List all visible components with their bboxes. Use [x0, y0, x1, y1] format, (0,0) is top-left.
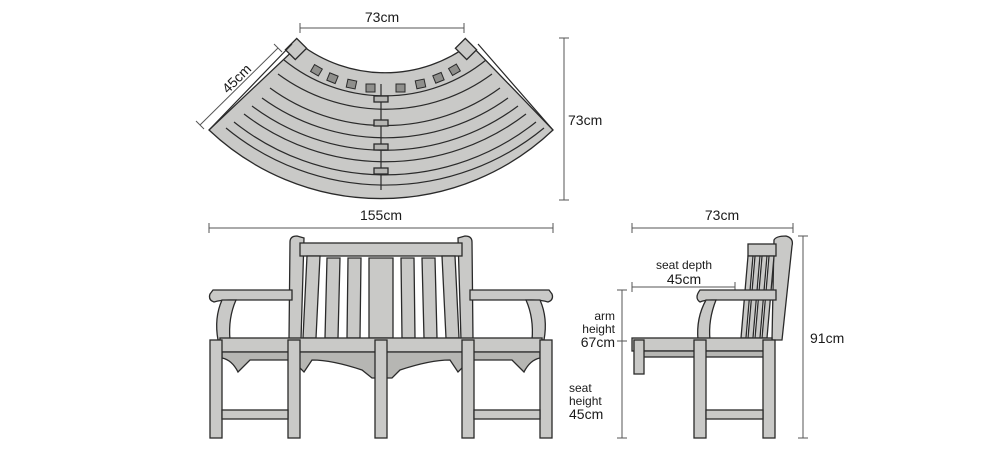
top-view-left-arm-block — [284, 37, 308, 61]
front-leg-5 — [539, 339, 553, 439]
side-front-leg — [633, 339, 645, 375]
front-leg-2 — [287, 339, 301, 439]
front-leg-4 — [461, 339, 475, 439]
front-view: 155cm — [208, 207, 554, 439]
label-seat-height-value: 45cm — [569, 406, 603, 422]
dim-top-inner-width: 73cm — [299, 9, 465, 33]
label-top-side: 45cm — [219, 61, 255, 97]
dim-arm-seat-height: arm height 67cm seat height 45cm — [569, 289, 627, 439]
dim-total-height: 91cm — [798, 235, 844, 439]
label-arm-height-value: 67cm — [581, 334, 615, 350]
front-left-stretcher — [221, 409, 289, 420]
side-back-top-rail — [747, 243, 777, 257]
front-back-slats — [302, 255, 460, 339]
dim-front-width: 155cm — [208, 207, 554, 233]
label-arm-line2: height — [582, 322, 615, 336]
label-seat-depth-line1: seat depth — [656, 258, 712, 272]
top-view: 73cm 73cm 45cm — [195, 9, 602, 201]
front-top-rail — [299, 242, 463, 257]
label-front-width: 155cm — [360, 207, 402, 223]
side-front-leg-2 — [693, 339, 707, 439]
side-back-post — [771, 235, 794, 341]
side-stretcher — [705, 409, 764, 420]
top-view-right-arm-block — [454, 37, 478, 61]
label-top-inner-width: 73cm — [365, 9, 399, 25]
front-right-back-post — [457, 235, 474, 341]
label-side-width: 73cm — [705, 207, 739, 223]
label-seat-line1: seat — [569, 381, 592, 395]
top-view-back-slats — [309, 63, 462, 93]
dim-seat-depth: seat depth 45cm — [631, 258, 736, 292]
dim-side-width: 73cm — [631, 207, 794, 233]
side-arm-support — [697, 299, 717, 341]
side-view: 73cm seat depth 45cm 91cm — [631, 207, 844, 439]
front-leg-1 — [209, 339, 223, 439]
front-left-arm-support — [216, 299, 237, 341]
label-seat-line2: height — [569, 394, 602, 408]
dim-top-depth: 73cm — [559, 37, 602, 201]
label-arm-line1: arm — [594, 309, 615, 323]
label-total-height: 91cm — [810, 330, 844, 346]
front-leg-3 — [374, 339, 388, 439]
front-right-stretcher — [473, 409, 541, 420]
front-left-back-post — [288, 235, 305, 341]
front-right-arm-support — [525, 299, 546, 341]
label-seat-depth-value: 45cm — [667, 271, 701, 287]
label-top-depth: 73cm — [568, 112, 602, 128]
top-view-center-joint — [373, 84, 389, 190]
side-back-leg — [762, 339, 776, 439]
